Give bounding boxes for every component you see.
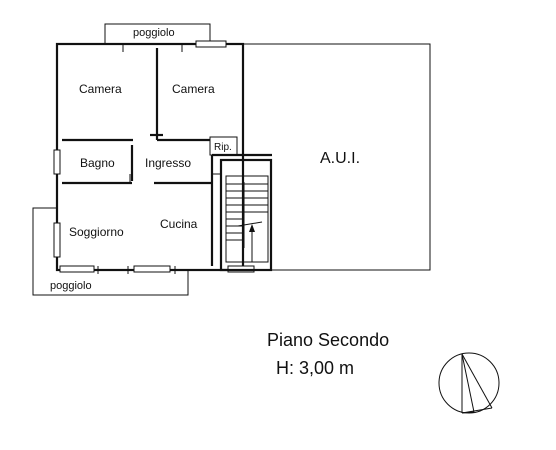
area-label-aui: A.U.I. [320, 150, 360, 167]
room-label-cucina: Cucina [160, 217, 198, 231]
room-label-soggiorno: Soggiorno [69, 225, 124, 239]
top-balcony [104, 23, 211, 44]
balcony-label-top: poggiolo [133, 27, 175, 39]
bottom-balcony [32, 207, 189, 296]
room-label-bagno: Bagno [80, 156, 115, 170]
north-arrow-icon [438, 352, 500, 414]
room-label-camera-right: Camera [172, 82, 215, 96]
room-label-camera-left: Camera [79, 82, 122, 96]
door-marks [97, 43, 220, 274]
balcony-label-bottom: poggiolo [50, 280, 92, 292]
stair-core [219, 158, 273, 272]
floor-title: Piano Secondo [267, 330, 390, 350]
aui-area [242, 43, 431, 271]
room-label-rip: Rip. [214, 142, 232, 153]
room-label-ingresso: Ingresso [145, 156, 191, 170]
floor-height: H: 3,00 m [276, 358, 355, 378]
